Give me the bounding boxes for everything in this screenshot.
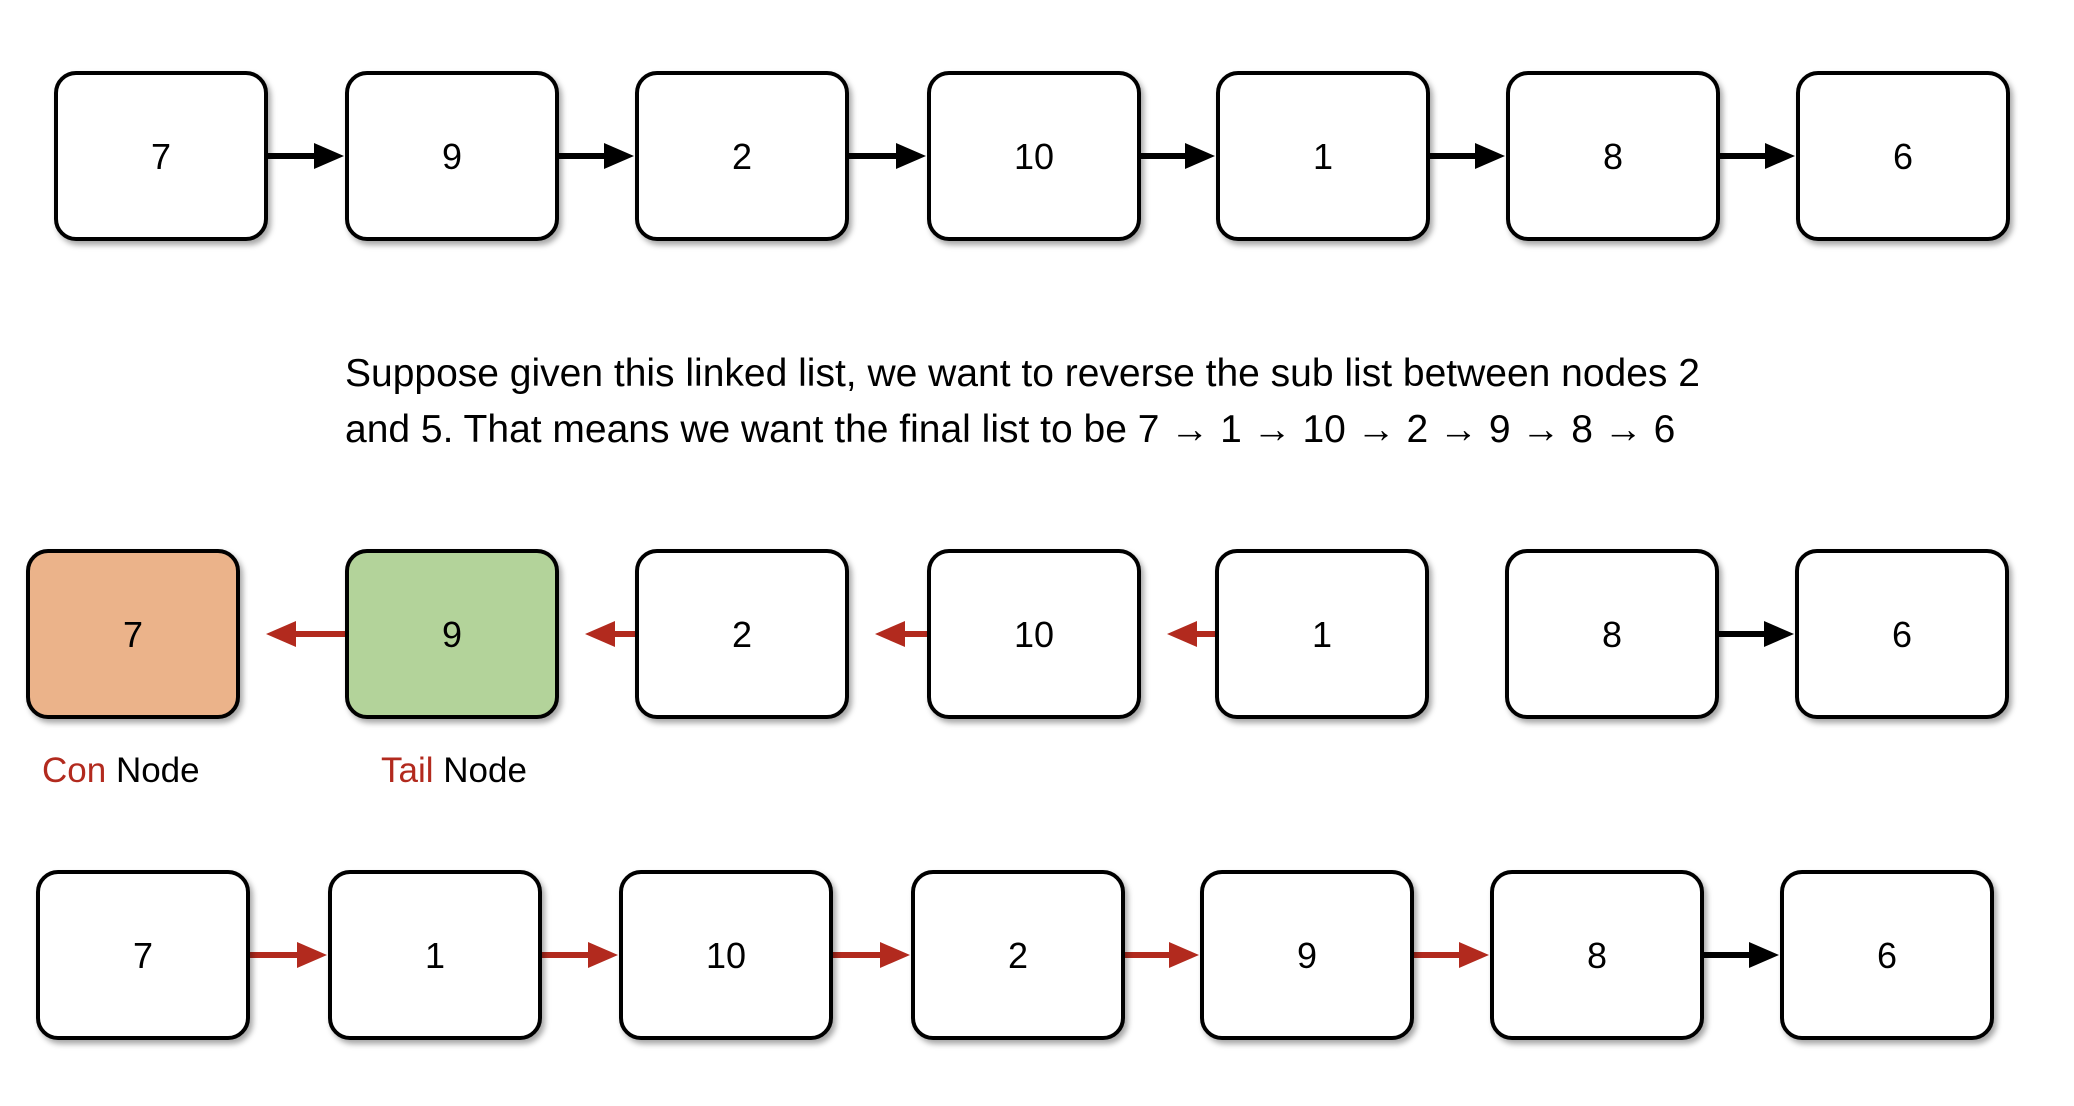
reversing-list-node-3: 2 bbox=[635, 549, 849, 719]
final-list-node-7: 6 bbox=[1780, 870, 1994, 1040]
final-list-node-1: 7 bbox=[36, 870, 250, 1040]
original-list-arrow-4 bbox=[1139, 143, 1215, 169]
node-value: 2 bbox=[1008, 935, 1028, 976]
final-list-node-5: 9 bbox=[1200, 870, 1414, 1040]
con-node-label: Con Node bbox=[42, 751, 200, 790]
node-value: 9 bbox=[442, 136, 462, 177]
node-value: 9 bbox=[442, 614, 462, 655]
original-list-arrow-3 bbox=[847, 143, 926, 169]
reversing-list-arrow-1 bbox=[266, 621, 347, 647]
original-list-node-7: 6 bbox=[1796, 71, 2010, 241]
tail-node-label: Tail Node bbox=[381, 751, 527, 790]
node-value: 6 bbox=[1893, 136, 1913, 177]
original-list-node-5: 1 bbox=[1216, 71, 1430, 241]
node-value: 8 bbox=[1587, 935, 1607, 976]
original-list-node-4: 10 bbox=[927, 71, 1141, 241]
original-list-arrow-6 bbox=[1718, 143, 1795, 169]
original-list-node-3: 2 bbox=[635, 71, 849, 241]
final-list-arrow-5 bbox=[1412, 942, 1489, 968]
final-list-arrow-6 bbox=[1702, 942, 1779, 968]
final-list-node-4: 2 bbox=[911, 870, 1125, 1040]
node-value: 10 bbox=[706, 935, 746, 976]
final-list-node-3: 10 bbox=[619, 870, 833, 1040]
caption-line-2: and 5. That means we want the final list… bbox=[345, 408, 1675, 451]
final-list-arrow-4 bbox=[1123, 942, 1199, 968]
final-list-arrow-3 bbox=[831, 942, 910, 968]
original-list-arrow-2 bbox=[557, 143, 634, 169]
node-value: 8 bbox=[1602, 614, 1622, 655]
reversing-list-arrow-3 bbox=[875, 621, 929, 647]
node-value: 2 bbox=[732, 136, 752, 177]
final-list-arrow-1 bbox=[248, 942, 327, 968]
reversing-list-node-1: 7 bbox=[26, 549, 240, 719]
node-value: 9 bbox=[1297, 935, 1317, 976]
node-value: 2 bbox=[732, 614, 752, 655]
node-value: 10 bbox=[1014, 614, 1054, 655]
reversing-list-arrow-4 bbox=[1167, 621, 1217, 647]
original-list-node-1: 7 bbox=[54, 71, 268, 241]
final-list-node-2: 1 bbox=[328, 870, 542, 1040]
node-value: 8 bbox=[1603, 136, 1623, 177]
original-list-node-6: 8 bbox=[1506, 71, 1720, 241]
node-value: 7 bbox=[151, 136, 171, 177]
tail-node-word: Node bbox=[434, 751, 527, 790]
tail-highlight: Tail bbox=[381, 751, 434, 790]
reversing-list-arrow-2 bbox=[585, 621, 637, 647]
reversing-list-node-5: 1 bbox=[1215, 549, 1429, 719]
node-value: 1 bbox=[1312, 614, 1332, 655]
original-list-arrow-5 bbox=[1428, 143, 1505, 169]
node-value: 6 bbox=[1877, 935, 1897, 976]
final-list-arrow-2 bbox=[540, 942, 618, 968]
node-value: 1 bbox=[1313, 136, 1333, 177]
final-list-row: 7 1 10 2 9 8 6 bbox=[36, 870, 1994, 1040]
node-value: 1 bbox=[425, 935, 445, 976]
con-node-word: Node bbox=[106, 751, 199, 790]
final-list-node-6: 8 bbox=[1490, 870, 1704, 1040]
reversing-list-node-2: 9 bbox=[345, 549, 559, 719]
node-value: 6 bbox=[1892, 614, 1912, 655]
node-value: 7 bbox=[133, 935, 153, 976]
node-value: 7 bbox=[123, 614, 143, 655]
reversing-list-node-6: 8 bbox=[1505, 549, 1719, 719]
caption-line-1: Suppose given this linked list, we want … bbox=[345, 352, 1700, 395]
reversing-list-node-4: 10 bbox=[927, 549, 1141, 719]
reversing-list-node-7: 6 bbox=[1795, 549, 2009, 719]
original-list-node-2: 9 bbox=[345, 71, 559, 241]
con-highlight: Con bbox=[42, 751, 106, 790]
reversing-list-arrow-5 bbox=[1717, 621, 1794, 647]
original-list-arrow-1 bbox=[266, 143, 344, 169]
node-value: 10 bbox=[1014, 136, 1054, 177]
